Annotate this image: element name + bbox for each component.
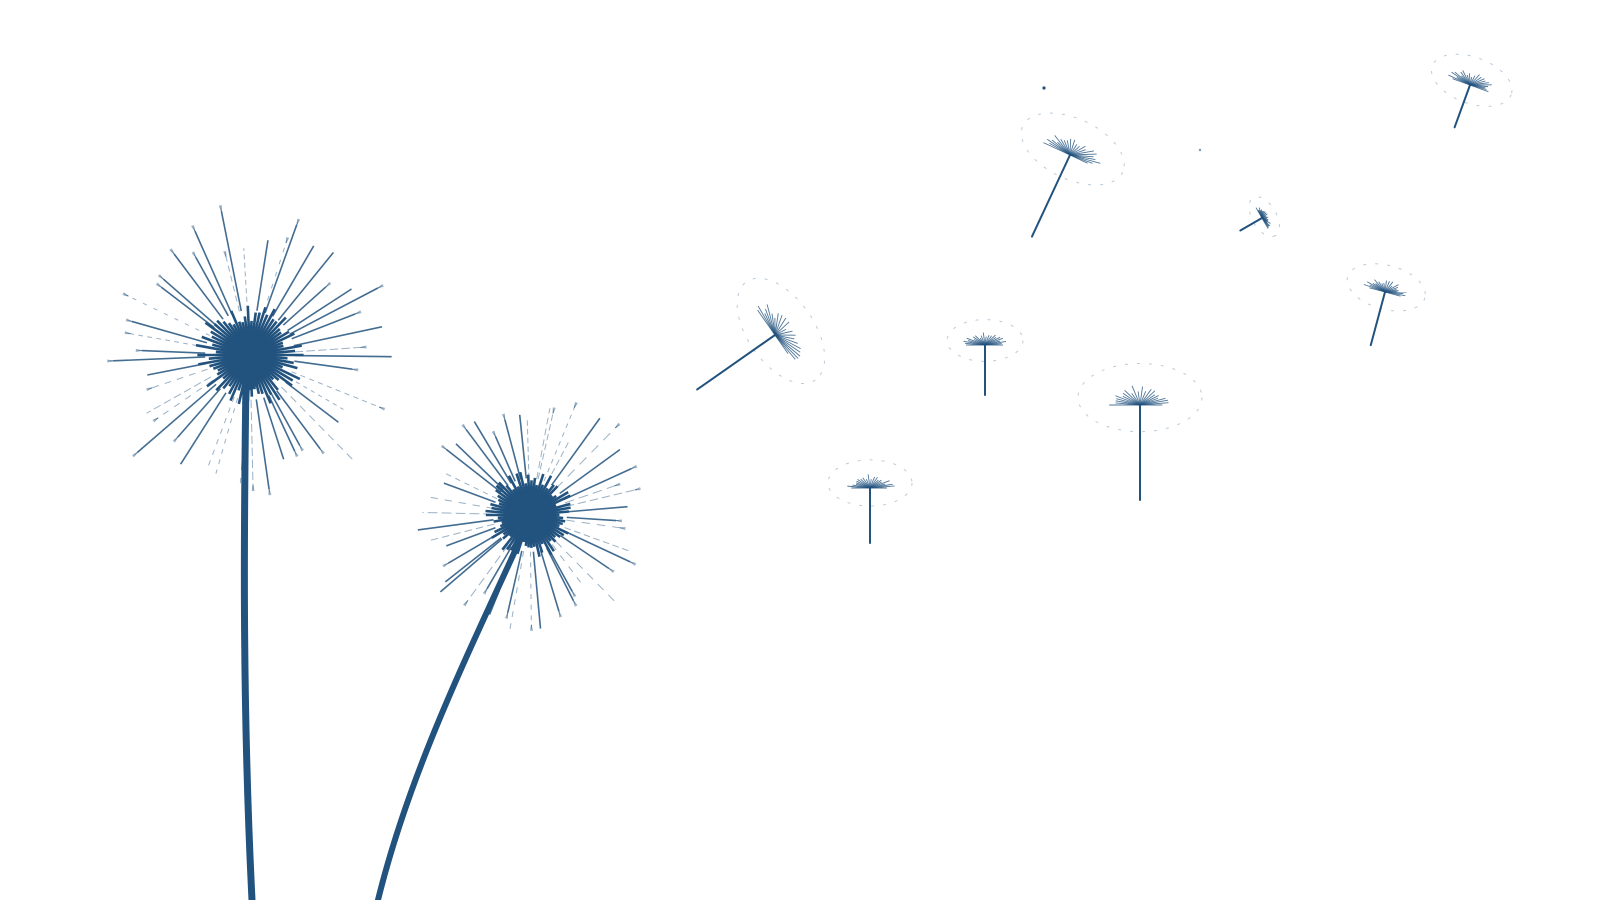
- floating-seed: [1346, 263, 1426, 347]
- stem: [240, 376, 256, 900]
- flower-head: [195, 305, 304, 405]
- seed-speck: [1042, 86, 1046, 90]
- floating-seed: [1077, 362, 1203, 501]
- floating-seed: [946, 319, 1024, 396]
- flower-head: [485, 471, 571, 557]
- seed-puff: [417, 401, 641, 636]
- seed-speck: [1198, 148, 1202, 152]
- floating-seed: [1239, 196, 1280, 238]
- dandelion-right: [375, 401, 641, 900]
- floating-seed: [1020, 112, 1125, 238]
- dandelion-left: [107, 205, 392, 900]
- floating-seed: [1430, 53, 1513, 129]
- stem: [375, 537, 523, 900]
- floating-seed: [696, 277, 826, 391]
- seed-puff: [107, 205, 392, 496]
- floating-seed: [827, 459, 913, 544]
